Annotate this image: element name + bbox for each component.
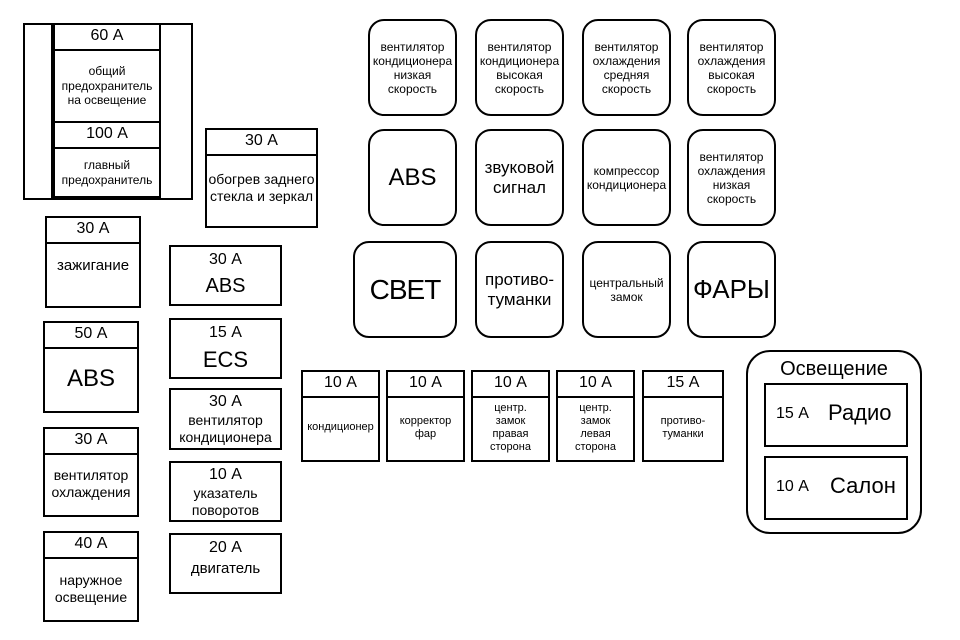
main-fuse-left-rail [51,25,53,198]
fuse-amperage: 30 А [45,429,137,455]
relay-label: ABS [388,163,437,191]
lighting-panel-title: Освещение [780,358,888,380]
fuse-cooling-fan: 30 А вентилятор охлаждения [43,427,139,517]
relay-label: звуковой сигнал [484,157,555,197]
fuse-label: кондиционер [307,421,374,434]
fuse-amperage: 100 А [55,123,159,149]
relay-label: противо- туманки [485,269,554,309]
relay-abs: ABS [368,129,457,226]
relay-horn: звуковой сигнал [475,129,564,226]
fuse-label: корректор фар [399,414,452,440]
fuse-label: Радио [828,400,892,425]
fuse-central-lock-right: 10 А центр. замок правая сторона [471,370,550,462]
relay-ac-fan-high: вентилятор кондиционера высокая скорость [475,19,564,116]
fuse-amperage: 30 А [47,218,139,244]
fuse-fog-lights: 15 А противо- туманки [642,370,724,462]
relay-fog-lights: противо- туманки [475,241,564,338]
fuse-ac-fan: 30 А вентилятор кондиционера [169,388,282,450]
fuse-amperage: 10 А [209,466,242,484]
fuse-amperage: 10 А [303,372,378,398]
fuse-lighting-main: 60 А общий предохранитель на освещение [53,25,161,123]
fuse-amperage: 50 А [45,323,137,349]
fuse-label: вентилятор охлаждения [51,467,131,500]
relay-label: ФАРЫ [693,274,770,304]
relay-cooling-fan-medium: вентилятор охлаждения средняя скорость [582,19,671,116]
fuse-label: общий предохранитель на освещение [61,64,153,108]
fuse-amperage: 40 А [45,533,137,559]
fuse-headlight-leveler: 10 А корректор фар [386,370,465,462]
fuse-label: ABS [205,275,246,297]
fuse-amperage: 20 А [209,539,242,557]
fuse-ecs: 15 А ECS [169,318,282,379]
fuse-amperage: 10 А [388,372,463,398]
fuse-amperage: 10 А [558,372,633,398]
fuse-label: ECS [202,346,249,372]
fuse-label: Салон [830,473,896,498]
fuse-amperage: 30 А [207,130,316,156]
relay-label: вентилятор охлаждения высокая скорость [697,39,766,96]
fuse-amperage: 15 А [209,324,242,342]
main-fuse-block: 60 А общий предохранитель на освещение 1… [23,23,193,200]
fuse-label: главный предохранитель [61,158,153,187]
fuse-label: наружное освещение [54,571,128,605]
fuse-label: обогрев заднего стекла и зеркал [208,171,315,204]
relay-label: центральный замок [589,275,664,304]
relay-headlights: ФАРЫ [687,241,776,338]
fuse-label: противо- туманки [660,414,706,440]
fuse-rear-heater: 30 А обогрев заднего стекла и зеркал [205,128,318,228]
relay-label: вентилятор кондиционера высокая скорость [479,39,560,96]
fuse-label: указатель поворотов [191,484,260,518]
fuse-label: центр. замок левая сторона [575,401,616,454]
fuse-ac: 10 А кондиционер [301,370,380,462]
relay-label: вентилятор охлаждения средняя скорость [592,39,661,96]
fuse-label: ABS [66,364,116,392]
fuse-radio: 15 А Радио [764,383,908,447]
relay-label: вентилятор охлаждения низкая скорость [697,149,766,206]
relay-central-lock: центральный замок [582,241,671,338]
fuse-label: вентилятор кондиционера [179,412,272,445]
fuse-label: двигатель [190,560,261,577]
fuse-amperage: 15 А [644,372,722,398]
relay-ac-fan-low: вентилятор кондиционера низкая скорость [368,19,457,116]
fuse-ignition: 30 А зажигание [45,216,141,308]
fuse-amperage: 60 А [55,25,159,51]
fuse-engine: 20 А двигатель [169,533,282,594]
fuse-abs-30a: 30 А ABS [169,245,282,306]
fuse-turn-signals: 10 А указатель поворотов [169,461,282,522]
relay-label: СВЕТ [369,273,442,305]
relay-lights: СВЕТ [353,241,457,338]
fuse-label: зажигание [56,257,130,274]
fuse-central-lock-left: 10 А центр. замок левая сторона [556,370,635,462]
fuse-label: центр. замок правая сторона [490,401,531,454]
fuse-amperage: 30 А [209,251,242,269]
fuse-cabin: 10 А Салон [764,456,908,520]
fuse-amperage: 10 А [473,372,548,398]
fuse-amperage: 30 А [209,393,242,411]
fuse-amperage: 15 А [776,405,809,422]
relay-cooling-fan-high: вентилятор охлаждения высокая скорость [687,19,776,116]
fuse-exterior-lighting: 40 А наружное освещение [43,531,139,622]
lighting-panel: Освещение 15 А Радио 10 А Салон [746,350,922,534]
relay-label: компрессор кондиционера [586,163,667,192]
fuse-abs-50a: 50 А ABS [43,321,139,413]
relay-ac-compressor: компрессор кондиционера [582,129,671,226]
fuse-amperage: 10 А [776,478,809,495]
relay-label: вентилятор кондиционера низкая скорость [372,39,453,96]
fuse-main: 100 А главный предохранитель [53,121,161,198]
relay-cooling-fan-low: вентилятор охлаждения низкая скорость [687,129,776,226]
